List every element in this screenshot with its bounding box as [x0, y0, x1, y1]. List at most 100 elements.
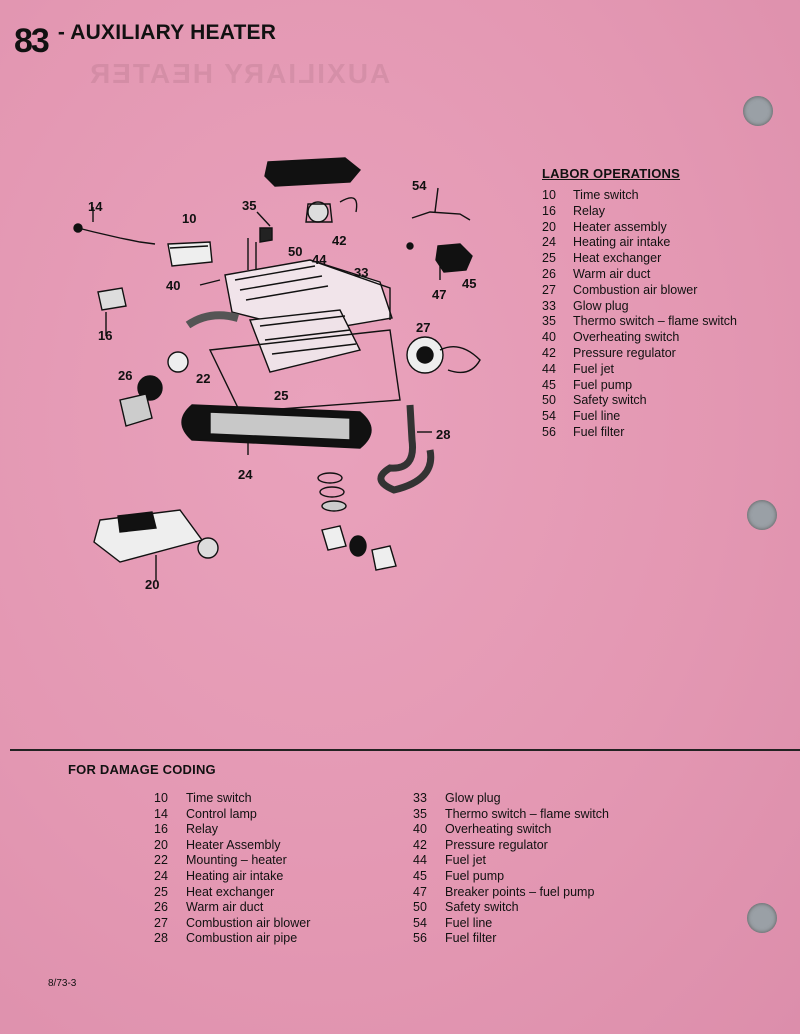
item-code: 25 — [542, 251, 556, 266]
callout-label: 44 — [312, 252, 327, 267]
item-label: Warm air duct — [573, 266, 651, 281]
labor-operations-heading: LABOR OPERATIONS — [542, 166, 681, 181]
item-label: Heater assembly — [573, 219, 667, 234]
list-item: 25 Heat exchanger — [154, 885, 310, 901]
item-code: 24 — [542, 235, 556, 250]
callout-label: 28 — [436, 427, 450, 442]
item-code: 27 — [542, 282, 556, 297]
item-code: 35 — [413, 806, 427, 821]
list-item: 45 Fuel pump — [542, 378, 737, 394]
callout-label: 20 — [145, 577, 159, 592]
item-label: Relay — [573, 203, 605, 218]
item-label: Fuel jet — [445, 853, 486, 868]
list-item: 50 Safety switch — [542, 393, 737, 409]
item-code: 16 — [154, 822, 168, 837]
item-label: Time switch — [573, 188, 639, 202]
exploded-parts-diagram: 14 10 35 50 44 33 54 42 47 45 40 16 27 2… — [73, 157, 481, 592]
item-code: 26 — [542, 266, 556, 281]
item-code: 56 — [542, 424, 556, 439]
list-item: 26 Warm air duct — [542, 267, 737, 283]
callout-label: 25 — [274, 388, 288, 403]
item-code: 20 — [154, 837, 168, 852]
item-label: Time switch — [186, 791, 252, 805]
callout-label: 22 — [196, 371, 210, 386]
item-label: Fuel line — [445, 915, 493, 930]
binder-hole — [747, 903, 777, 933]
item-label: Glow plug — [445, 791, 501, 805]
item-code: 10 — [542, 188, 556, 202]
list-item: 24 Heating air intake — [542, 235, 737, 251]
item-label: Heat exchanger — [573, 251, 662, 266]
page-code: 8/73-3 — [48, 978, 77, 989]
callout-label: 27 — [416, 320, 430, 335]
item-code: 44 — [413, 853, 427, 868]
item-code: 33 — [413, 791, 427, 805]
callout-label: 45 — [462, 276, 476, 291]
callout-label: 42 — [332, 233, 346, 248]
binder-hole — [743, 96, 773, 126]
callout-label: 35 — [242, 198, 256, 213]
list-item: 44 Fuel jet — [542, 362, 737, 378]
item-label: Fuel filter — [445, 931, 497, 946]
item-label: Safety switch — [445, 900, 519, 915]
item-code: 28 — [154, 931, 168, 946]
callout-label: 14 — [88, 199, 103, 214]
callout-label: 16 — [98, 328, 112, 343]
item-label: Fuel jet — [573, 361, 614, 376]
list-item: 33 Glow plug — [413, 791, 609, 807]
list-item: 10 Time switch — [154, 791, 310, 807]
list-item: 28 Combustion air pipe — [154, 931, 310, 947]
list-item: 50 Safety switch — [413, 900, 609, 916]
item-code: 24 — [154, 868, 168, 883]
item-label: Pressure regulator — [573, 345, 676, 360]
item-label: Thermo switch – flame switch — [445, 806, 609, 821]
item-code: 25 — [154, 884, 168, 899]
item-label: Fuel line — [573, 409, 621, 424]
item-label: Fuel filter — [573, 424, 625, 439]
item-label: Combustion air pipe — [186, 931, 298, 946]
item-code: 42 — [413, 837, 427, 852]
damage-coding-heading: FOR DAMAGE CODING — [68, 762, 216, 777]
item-code: 40 — [542, 330, 556, 345]
item-label: Heating air intake — [573, 235, 671, 250]
item-code: 50 — [413, 900, 427, 915]
page-title: - AUXILIARY HEATER — [57, 21, 277, 44]
item-label: Heat exchanger — [186, 884, 275, 899]
section-divider — [10, 749, 800, 751]
list-item: 35 Thermo switch – flame switch — [413, 807, 609, 823]
item-label: Combustion air blower — [573, 282, 698, 297]
item-label: Mounting – heater — [186, 853, 287, 868]
item-label: Safety switch — [573, 393, 647, 408]
item-code: 44 — [542, 361, 556, 376]
bleed-through-title: AUXILIARY HEATER — [88, 58, 391, 89]
callout-label: 40 — [166, 278, 180, 293]
item-code: 54 — [413, 915, 427, 930]
item-code: 47 — [413, 884, 427, 899]
item-code: 45 — [413, 868, 427, 883]
damage-coding-right-column: 33 Glow plug 35 Thermo switch – flame swit… — [413, 791, 609, 947]
item-code: 14 — [154, 806, 168, 821]
item-label: Heater Assembly — [186, 837, 281, 852]
item-label: Warm air duct — [186, 900, 264, 915]
list-item: 42 Pressure regulator — [542, 346, 737, 362]
item-code: 20 — [542, 219, 556, 234]
list-item: 10 Time switch — [542, 188, 737, 204]
item-label: Overheating switch — [445, 822, 552, 837]
item-code: 42 — [542, 345, 556, 360]
item-code: 45 — [542, 377, 556, 392]
list-item: 56 Fuel filter — [542, 425, 737, 441]
item-code: 10 — [154, 791, 168, 805]
list-item: 16 Relay — [154, 822, 310, 838]
item-label: Combustion air blower — [186, 915, 311, 930]
item-label: Relay — [186, 822, 218, 837]
list-item: 54 Fuel line — [413, 916, 609, 932]
item-label: Fuel pump — [573, 377, 633, 392]
item-code: 50 — [542, 393, 556, 408]
